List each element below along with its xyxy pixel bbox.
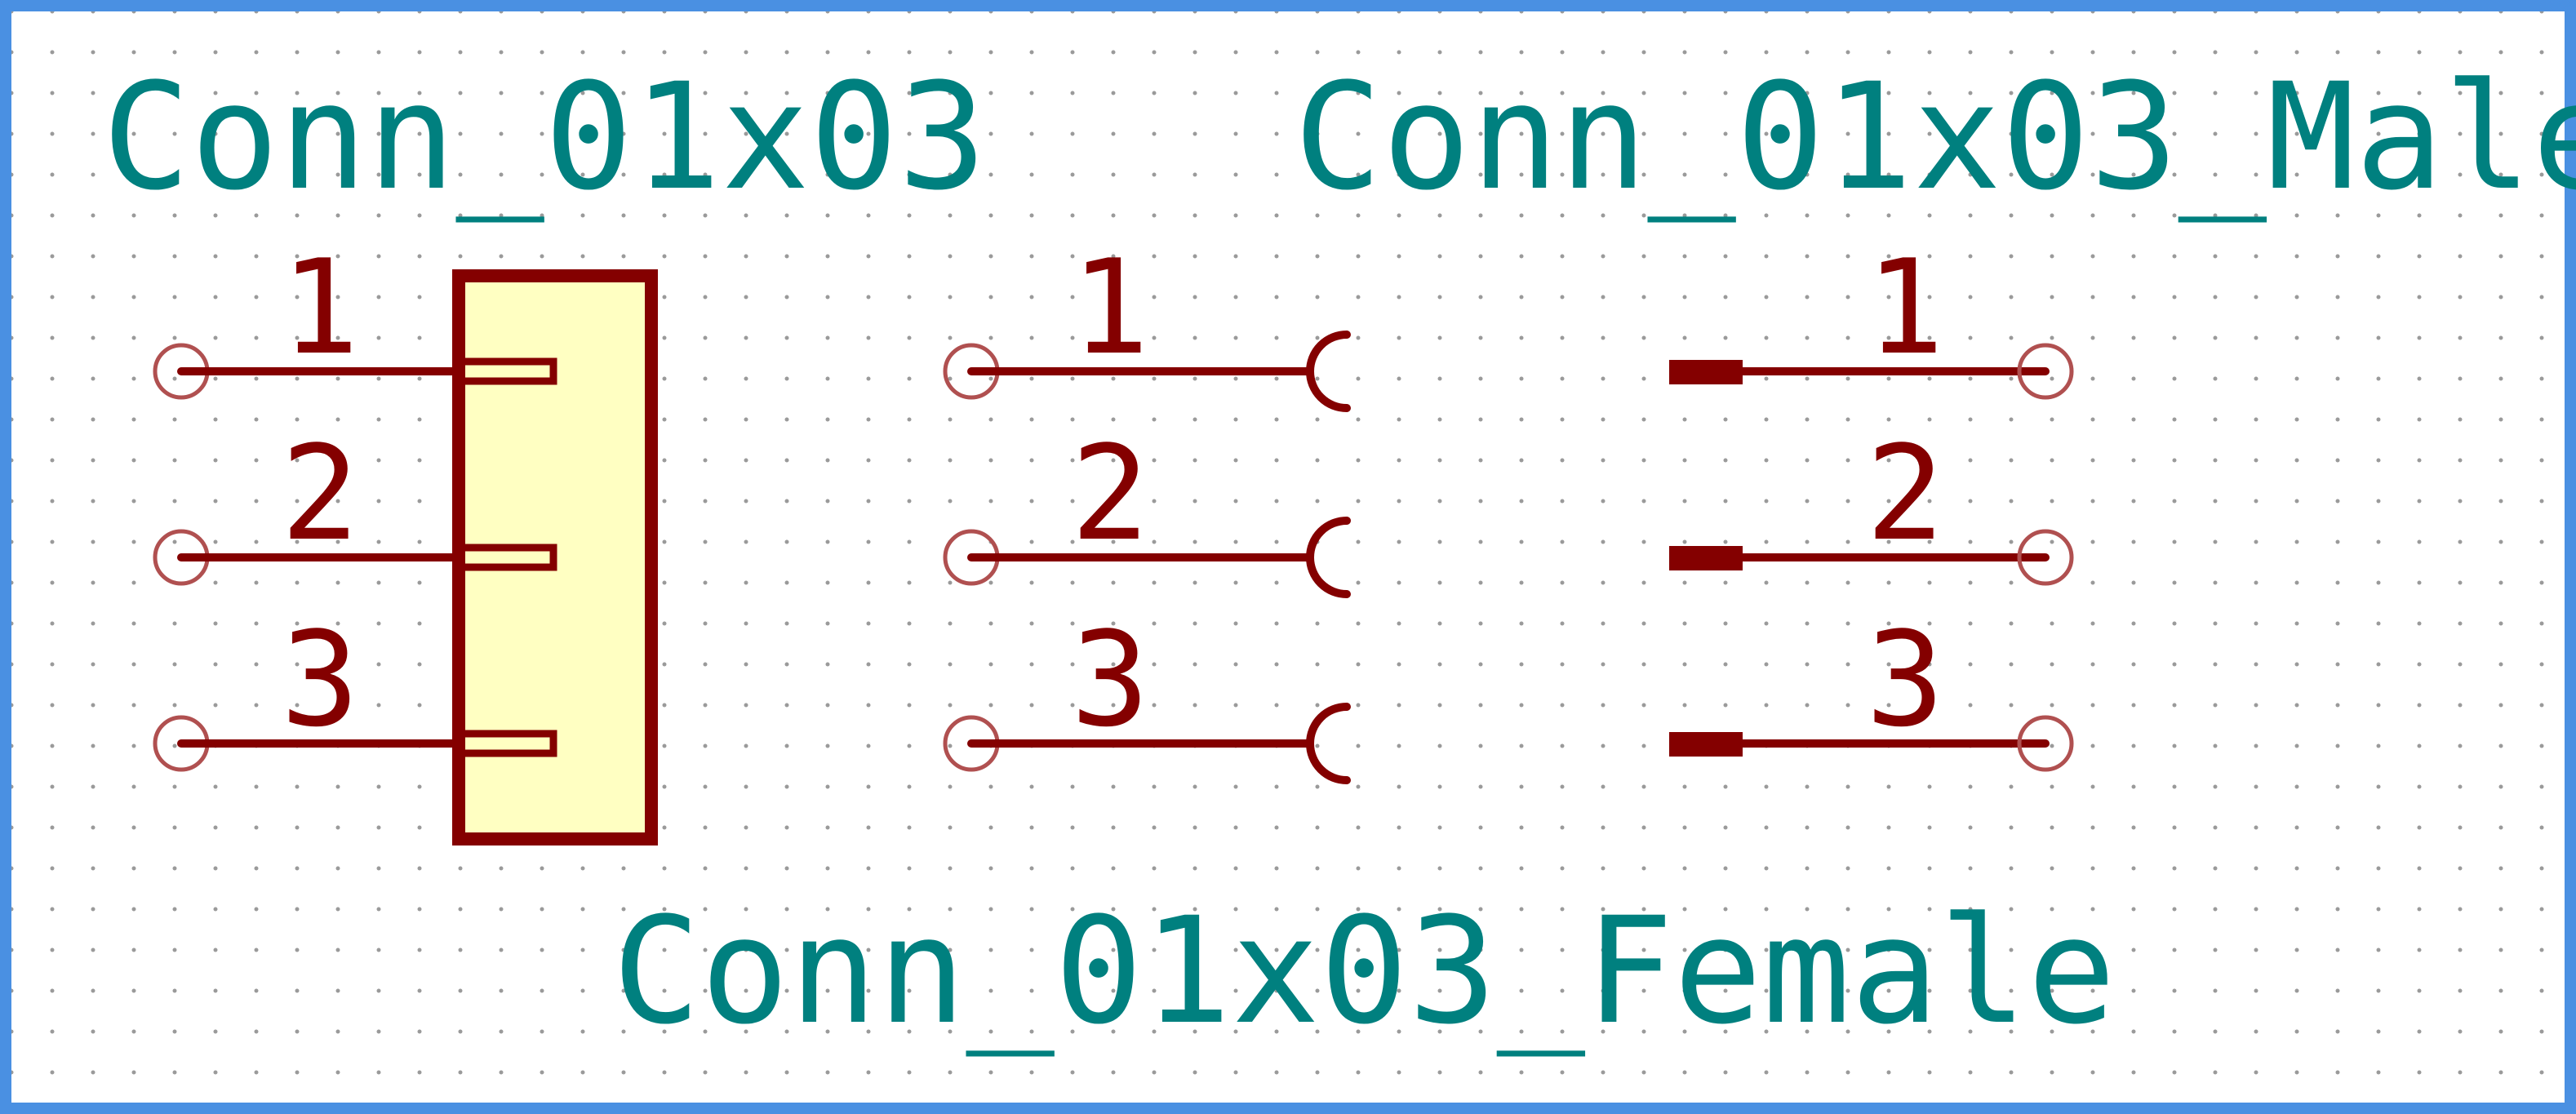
pin-end-circle[interactable] bbox=[2017, 715, 2074, 772]
pin-row[interactable]: 2 bbox=[1669, 417, 2074, 586]
symbol-label-conn-01x03: Conn_01x03 bbox=[102, 52, 987, 223]
pin-contact bbox=[455, 357, 557, 385]
pin-number: 1 bbox=[1866, 231, 1944, 384]
pin-row[interactable]: 3 bbox=[153, 603, 557, 772]
pin-row[interactable]: 1 bbox=[153, 231, 557, 400]
socket-icon bbox=[1306, 517, 1351, 598]
pin-number: 2 bbox=[1866, 417, 1944, 570]
pin-number: 2 bbox=[1071, 417, 1149, 570]
pin-row[interactable]: 3 bbox=[943, 603, 1351, 784]
socket-icon bbox=[1306, 331, 1351, 412]
pin-end-circle[interactable] bbox=[2017, 343, 2074, 400]
symbol-conn-01x03-male[interactable]: Conn_01x03_Male 1 2 3 bbox=[1294, 52, 2576, 772]
male-pin-icon bbox=[1669, 360, 1743, 384]
pin-number: 3 bbox=[1866, 603, 1944, 756]
pin-number: 2 bbox=[281, 417, 359, 570]
male-pin-icon bbox=[1669, 546, 1743, 570]
male-pin-icon bbox=[1669, 732, 1743, 757]
pin-number: 3 bbox=[1071, 603, 1149, 756]
symbol-conn-01x03-female[interactable]: Conn_01x03_Female 1 2 3 bbox=[612, 231, 2116, 1057]
pin-row[interactable]: 1 bbox=[1669, 231, 2074, 400]
symbol-label-conn-01x03-male: Conn_01x03_Male bbox=[1294, 52, 2576, 223]
pin-row[interactable]: 3 bbox=[1669, 603, 2074, 772]
symbol-conn-01x03[interactable]: Conn_01x03 1 2 3 bbox=[102, 52, 987, 845]
pin-row[interactable]: 2 bbox=[943, 417, 1351, 598]
pin-number: 1 bbox=[281, 231, 359, 384]
pin-row[interactable]: 2 bbox=[153, 417, 557, 586]
pin-number: 3 bbox=[281, 603, 359, 756]
pin-contact bbox=[455, 544, 557, 571]
pin-row[interactable]: 1 bbox=[943, 231, 1351, 412]
pin-contact bbox=[455, 730, 557, 757]
socket-icon bbox=[1306, 703, 1351, 784]
pin-number: 1 bbox=[1071, 231, 1149, 384]
pin-end-circle[interactable] bbox=[2017, 529, 2074, 586]
symbol-label-conn-01x03-female: Conn_01x03_Female bbox=[612, 886, 2116, 1057]
